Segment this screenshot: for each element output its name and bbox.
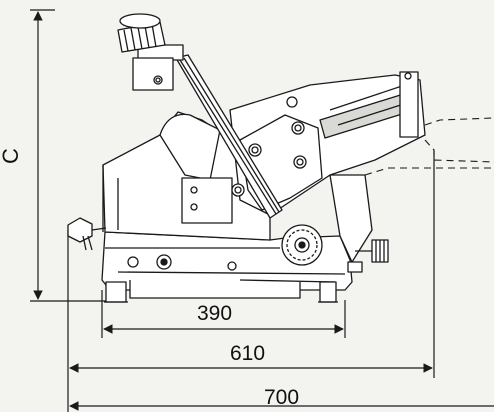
dim-700-label: 700 <box>264 386 300 409</box>
side-panel <box>181 177 233 224</box>
foot-left <box>105 281 127 303</box>
tray-dashed-outline <box>364 117 494 176</box>
slicer-machine <box>67 13 426 303</box>
thickness-knob <box>117 13 184 91</box>
dim-390-label: 390 <box>197 302 233 325</box>
foot-right <box>319 281 337 303</box>
base-screw-1 <box>127 256 139 268</box>
dim-610-label: 610 <box>230 342 266 365</box>
left-handle-knob <box>67 217 107 251</box>
right-knob <box>355 239 389 263</box>
base-screw-3 <box>227 261 237 271</box>
dimension-lines <box>30 9 494 412</box>
dim-c-label: C <box>0 148 23 164</box>
right-support <box>329 174 373 263</box>
upper-cover <box>159 113 221 181</box>
adjustment-wheel <box>281 224 323 266</box>
